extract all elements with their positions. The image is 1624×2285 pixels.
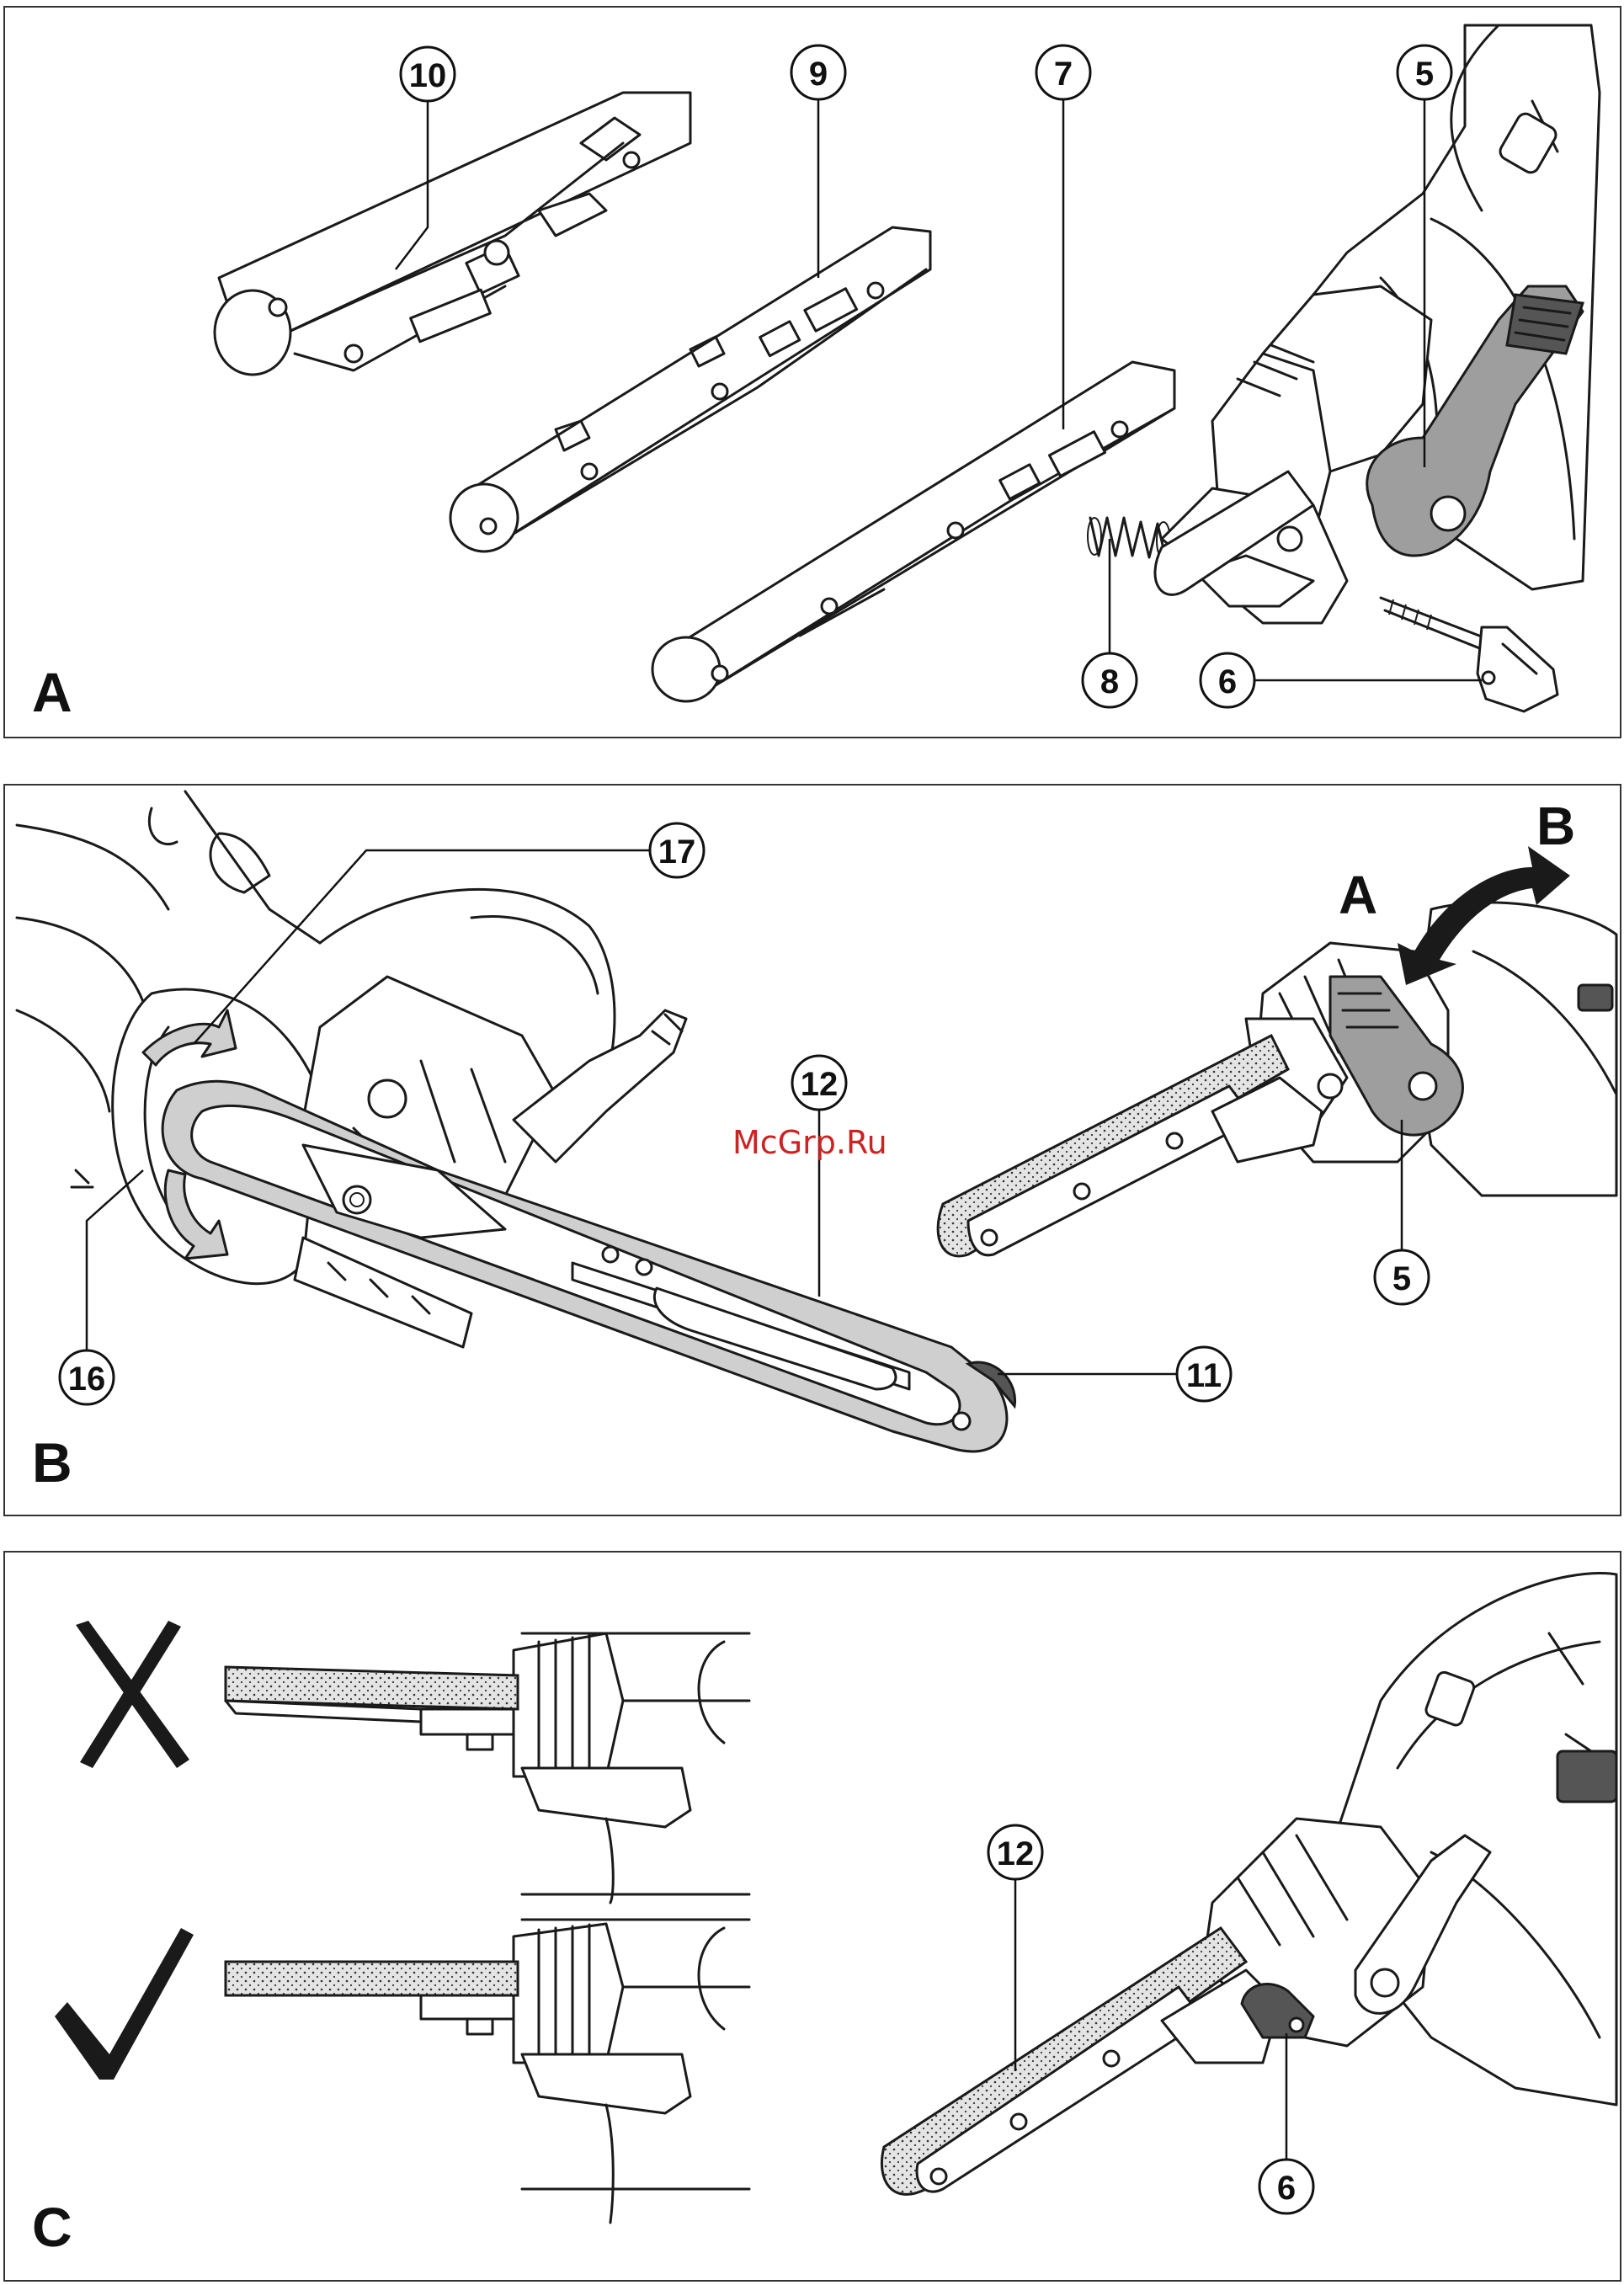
sander-body-b-right: A B bbox=[938, 796, 1616, 1256]
callout-9: 9 bbox=[809, 56, 828, 93]
panel-a-label: A bbox=[32, 661, 72, 723]
panel-c-label: C bbox=[32, 2196, 72, 2258]
callout-5-a: 5 bbox=[1415, 56, 1434, 93]
callout-12-c: 12 bbox=[997, 1835, 1035, 1872]
checkmark-icon bbox=[55, 1928, 194, 2080]
wrong-mounting-view bbox=[226, 1633, 749, 1903]
callout-10: 10 bbox=[409, 57, 447, 94]
callout-12-b: 12 bbox=[801, 1066, 839, 1103]
arm-9 bbox=[450, 227, 930, 551]
callout-17: 17 bbox=[658, 834, 696, 871]
panel-b-label: B bbox=[32, 1431, 72, 1494]
correct-mounting-view bbox=[226, 1920, 749, 2223]
callout-8: 8 bbox=[1100, 663, 1119, 700]
callout-6-a: 6 bbox=[1218, 663, 1237, 700]
callout-11: 11 bbox=[1186, 1357, 1222, 1394]
callout-5-b: 5 bbox=[1392, 1260, 1411, 1297]
cross-icon bbox=[76, 1621, 189, 1768]
direction-label-a: A bbox=[1339, 865, 1377, 925]
callout-6-c: 6 bbox=[1277, 2170, 1296, 2207]
sander-body-c bbox=[881, 1574, 1616, 2195]
panel-b: A B 17 12 16 11 5 B McGrp.Ru bbox=[4, 785, 1621, 1515]
spring-8 bbox=[1088, 518, 1170, 559]
panel-c: 12 6 C bbox=[4, 1552, 1621, 2281]
callout-16: 16 bbox=[68, 1361, 106, 1398]
panel-a: 10 9 7 5 8 6 A bbox=[4, 7, 1621, 738]
sander-body-a bbox=[1155, 25, 1600, 623]
callout-7: 7 bbox=[1054, 56, 1073, 93]
screw-knob-6 bbox=[1381, 598, 1557, 711]
arm-7 bbox=[652, 362, 1174, 701]
direction-label-b: B bbox=[1536, 796, 1575, 856]
watermark: McGrp.Ru bbox=[732, 1124, 887, 1161]
arm-10 bbox=[215, 93, 690, 375]
